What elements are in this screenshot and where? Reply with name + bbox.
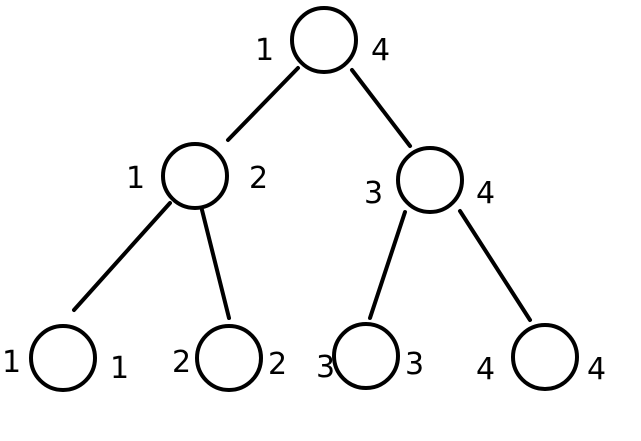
edge-n34-to-leaf3 <box>368 210 407 320</box>
node-circle <box>195 324 263 392</box>
node-left-label: 1 <box>255 33 274 68</box>
edge-root-to-n34 <box>350 68 412 148</box>
node-circle <box>396 146 464 214</box>
node-circle <box>161 142 229 210</box>
node-circle <box>511 323 579 391</box>
tree-node-leaf4: 4 4 <box>476 323 606 391</box>
tree-node-leaf2: 2 2 <box>172 324 287 392</box>
node-right-label: 2 <box>249 161 268 196</box>
node-right-label: 4 <box>371 33 390 68</box>
node-right-label: 4 <box>587 352 606 387</box>
edge-n34-to-leaf4 <box>458 209 532 322</box>
tree-node-leaf3: 3 3 <box>316 322 424 390</box>
edge-n12-to-leaf2 <box>200 208 231 320</box>
node-left-label: 2 <box>172 345 191 380</box>
node-left-label: 3 <box>316 350 335 385</box>
tree-node-n12: 1 2 <box>126 142 268 210</box>
tree-node-root: 1 4 <box>255 6 390 74</box>
node-left-label: 1 <box>126 161 145 196</box>
edge-root-to-n12 <box>226 66 300 142</box>
edges <box>72 66 532 322</box>
node-circle <box>290 6 358 74</box>
node-left-label: 4 <box>476 352 495 387</box>
node-left-label: 1 <box>2 345 21 380</box>
node-left-label: 3 <box>364 176 383 211</box>
node-right-label: 4 <box>476 176 495 211</box>
node-circle <box>332 322 400 390</box>
edge-n12-to-leaf1 <box>72 201 172 312</box>
node-right-label: 3 <box>405 347 424 382</box>
node-right-label: 2 <box>268 347 287 382</box>
tree-node-leaf1: 1 1 <box>2 324 129 392</box>
node-right-label: 1 <box>110 351 129 386</box>
tree-node-n34: 3 4 <box>364 146 495 214</box>
node-circle <box>29 324 97 392</box>
